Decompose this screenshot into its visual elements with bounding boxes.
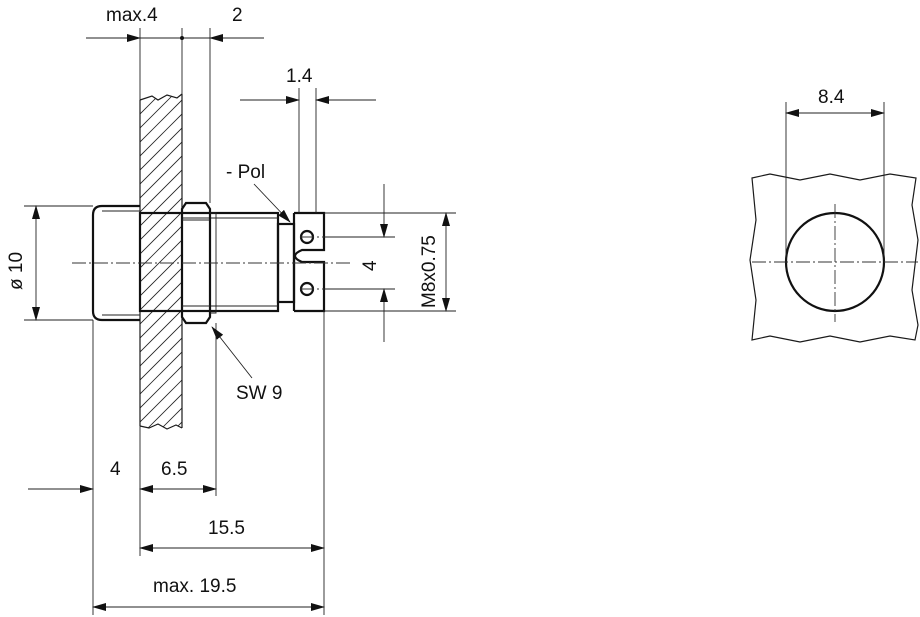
dim-spacing-label: 4 bbox=[360, 260, 381, 271]
dim-2-label: 2 bbox=[232, 5, 243, 26]
wrench-callout: SW 9 bbox=[211, 326, 282, 404]
dim-diameter: ø 10 bbox=[6, 205, 40, 321]
dim-pin-width: 1.4 bbox=[240, 66, 376, 104]
dim-max4-label: max.4 bbox=[106, 5, 158, 26]
pole-callout: - Pol bbox=[226, 162, 291, 223]
dim-lower-row: 4 6.5 bbox=[28, 459, 217, 493]
panel-outline bbox=[749, 173, 919, 343]
dim-diameter-label: ø 10 bbox=[6, 252, 27, 290]
terminal-block bbox=[276, 211, 326, 313]
dim-body-length: 15.5 bbox=[139, 518, 325, 552]
dim-1-4-label: 1.4 bbox=[286, 66, 313, 87]
extension-lines bbox=[24, 28, 456, 615]
dim-overall-label: max. 19.5 bbox=[153, 576, 236, 597]
dim-panel-thickness: max.4 2 bbox=[86, 5, 264, 42]
dim-15-5-label: 15.5 bbox=[208, 518, 245, 539]
dim-cutout-label: 8.4 bbox=[818, 87, 845, 108]
side-view: max.4 2 1.4 - Pol ø 10 M8x0.75 bbox=[6, 5, 456, 615]
pole-label: - Pol bbox=[226, 162, 265, 183]
dim-pin-spacing: 4 bbox=[360, 184, 388, 342]
dim-cap-label: 4 bbox=[110, 459, 121, 480]
front-cap bbox=[91, 204, 140, 322]
dim-overall-length: max. 19.5 bbox=[92, 576, 325, 611]
dim-6-5-label: 6.5 bbox=[161, 459, 187, 480]
cutout-view: 8.4 bbox=[749, 87, 919, 343]
panel-hatching bbox=[140, 94, 182, 429]
wrench-label: SW 9 bbox=[236, 383, 282, 404]
mounting-panel bbox=[139, 93, 183, 430]
dim-thread-label: M8x0.75 bbox=[419, 235, 440, 308]
dim-thread: M8x0.75 bbox=[419, 212, 450, 312]
